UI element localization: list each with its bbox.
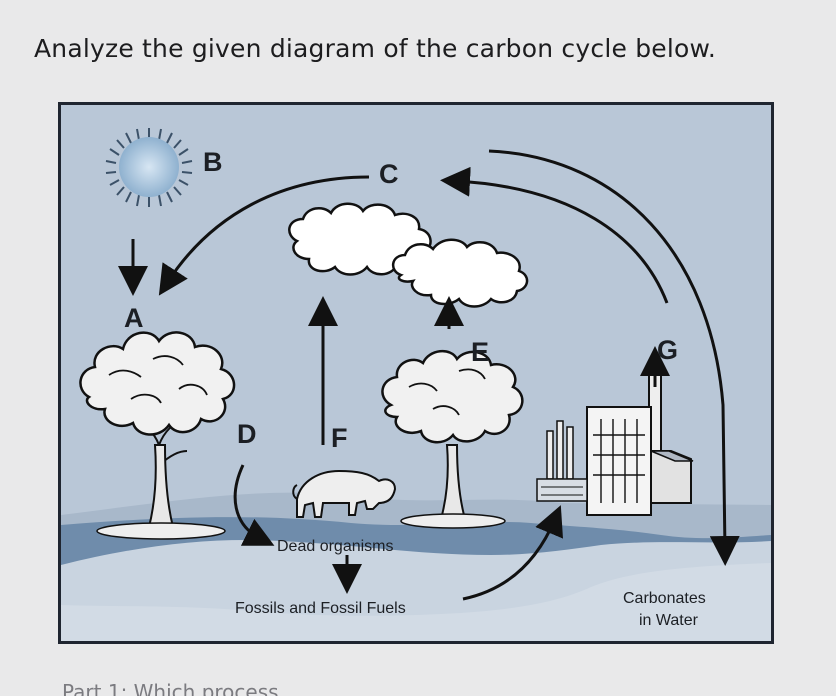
cloud-icon-left <box>288 202 432 276</box>
carbonates-text-line1: Carbonates <box>623 590 706 607</box>
lower-ground <box>61 563 771 641</box>
cow-icon <box>292 469 397 518</box>
arrow-fossils-to-factory <box>462 505 563 601</box>
label-f: F <box>331 423 348 453</box>
diagram-canvas: B C A G E D F Dead organisms Fossils and… <box>61 105 771 641</box>
question-prompt: Analyze the given diagram of the carbon … <box>34 34 716 63</box>
arrow-d-to-dead-organisms <box>233 464 275 546</box>
label-d: D <box>237 419 257 449</box>
factory-icon <box>536 366 694 516</box>
dead-organisms-text: Dead organisms <box>277 538 394 555</box>
label-e: E <box>471 337 489 367</box>
label-g: G <box>657 335 678 365</box>
fossils-text: Fossils and Fossil Fuels <box>235 600 406 617</box>
tree-icon-left <box>79 331 236 540</box>
cloud-icon-right <box>392 238 529 308</box>
label-b: B <box>203 147 223 177</box>
tree-icon-right <box>381 350 524 529</box>
arrow-g-to-c <box>440 166 669 304</box>
arrow-atmosphere-to-carbonates <box>488 149 740 566</box>
carbon-cycle-diagram: B C A G E D F Dead organisms Fossils and… <box>58 102 774 644</box>
carbonates-text-line2: in Water <box>639 612 699 629</box>
sun-icon <box>105 128 193 207</box>
next-question-text: Part 1: Which process... <box>62 680 298 696</box>
arrow-c-to-a <box>158 175 370 296</box>
label-a: A <box>124 303 144 333</box>
label-c: C <box>379 159 399 189</box>
